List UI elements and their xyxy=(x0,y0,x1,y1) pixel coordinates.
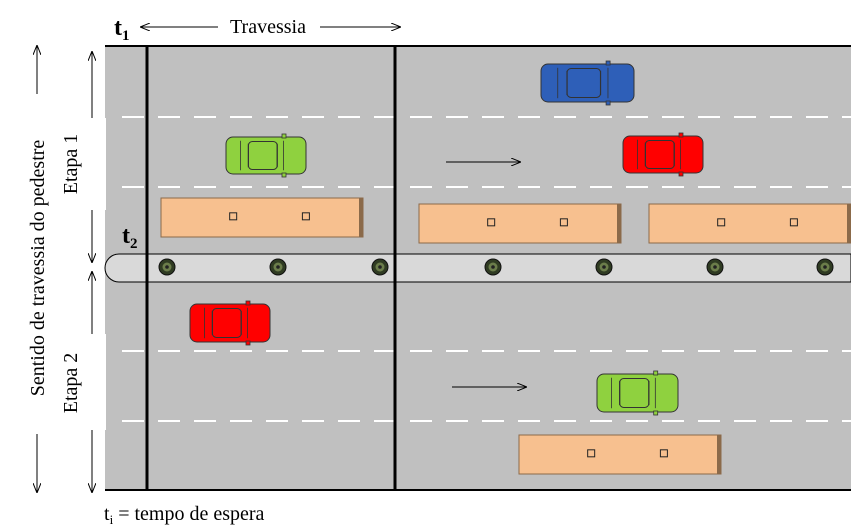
tree-icon xyxy=(371,258,389,276)
median-island xyxy=(104,253,851,283)
t2-label: t2 xyxy=(122,223,138,252)
tree-icon xyxy=(484,258,502,276)
tree-icon xyxy=(595,258,613,276)
bus xyxy=(518,434,722,475)
t1-base: t xyxy=(114,15,122,41)
pedestrian-direction-label: Sentido de travessia do pedestre xyxy=(27,140,49,397)
stage2-label-backdrop xyxy=(60,334,106,430)
t2-subscript: 2 xyxy=(130,236,138,252)
legend-text: = tempo de espera xyxy=(113,503,264,525)
bus xyxy=(160,197,364,238)
legend-base: t xyxy=(104,503,110,525)
stage1-label-backdrop xyxy=(60,118,106,210)
tree-icon xyxy=(269,258,287,276)
t1-label: t1 xyxy=(114,15,130,44)
tree-icon xyxy=(816,258,834,276)
tree-icon xyxy=(706,258,724,276)
median-trees xyxy=(158,258,834,276)
stage2-label: Etapa 2 xyxy=(60,353,82,414)
t2-base: t xyxy=(122,223,130,249)
crossing-label: Travessia xyxy=(230,16,306,38)
car-blue xyxy=(540,60,635,106)
t1-subscript: 1 xyxy=(122,28,130,44)
bus xyxy=(418,203,622,244)
bus xyxy=(648,203,851,244)
car-green xyxy=(225,133,307,178)
legend-subscript: i xyxy=(110,512,114,527)
side-label-backdrop xyxy=(20,94,54,434)
tree-icon xyxy=(158,258,176,276)
car-green xyxy=(596,370,679,416)
car-red xyxy=(622,132,704,177)
car-red xyxy=(189,300,271,346)
legend: ti = tempo de espera xyxy=(104,503,265,527)
stage1-label: Etapa 1 xyxy=(60,134,82,195)
vehicles xyxy=(160,60,851,475)
